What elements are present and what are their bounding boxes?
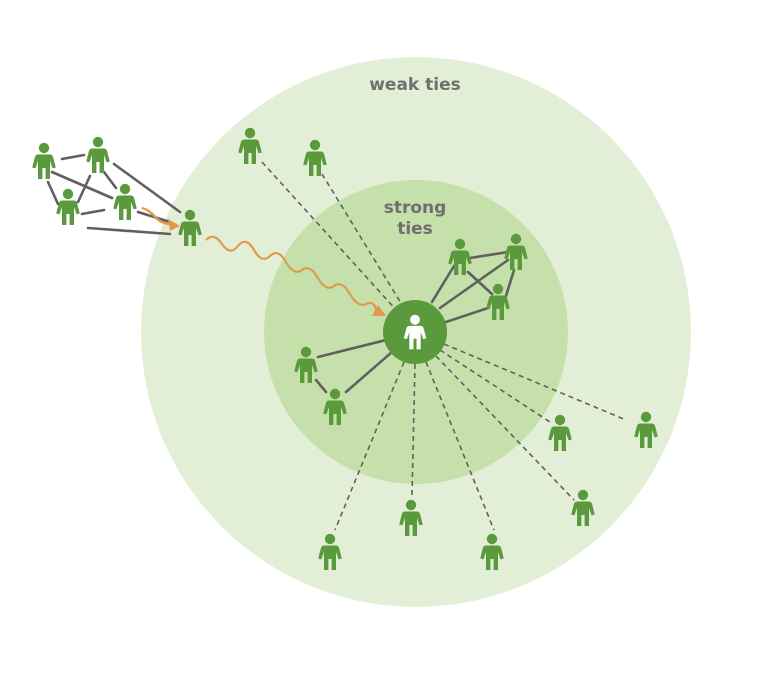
cluster-tie-line — [60, 153, 86, 161]
cluster-tie-line — [86, 226, 172, 236]
strong-tie-line — [504, 268, 516, 298]
weak-tie-line — [321, 173, 405, 309]
cluster-tie-line — [102, 170, 118, 190]
strong-tie-line — [438, 258, 510, 310]
weak-tie-line — [411, 363, 416, 496]
person-icon — [113, 183, 137, 220]
weak-tie-line — [425, 361, 495, 531]
arrow-head-icon — [372, 305, 386, 316]
weak-ties-label: weak ties — [369, 75, 461, 95]
strong-tie-line — [344, 350, 394, 394]
strong-tie-line — [466, 270, 494, 296]
information-flow — [141, 206, 386, 316]
cluster-tie-line — [46, 180, 60, 206]
strong-tie-line — [314, 378, 328, 394]
weak-tie-line — [439, 349, 554, 425]
flow-arrow-short — [141, 206, 173, 226]
strong-tie-line — [316, 338, 388, 359]
ego-node — [383, 300, 447, 364]
strong-tie-line — [430, 264, 456, 304]
weak-tie-line — [334, 361, 405, 531]
strong-tie-lines — [314, 250, 516, 394]
arrow-head-icon — [168, 219, 180, 231]
person-icon — [56, 188, 80, 225]
cluster-tie-line — [112, 162, 182, 214]
weak-tie-line — [443, 343, 627, 421]
weak-tie-line — [435, 355, 575, 501]
person-icon — [86, 136, 110, 173]
weak-tie-line — [261, 161, 399, 313]
flow-arrow-wavy — [205, 235, 378, 311]
strong-ties-label-line2: ties — [397, 219, 433, 239]
strong-ties-label-line1: strong — [384, 198, 447, 218]
strong-tie-line — [468, 250, 510, 260]
cluster-tie-line — [76, 174, 92, 204]
cluster-tie-line — [50, 170, 114, 200]
person-icon — [32, 142, 56, 179]
cluster-tie-line — [80, 208, 106, 216]
strong-tie-line — [444, 306, 490, 324]
weak-tie-lines — [261, 161, 627, 531]
